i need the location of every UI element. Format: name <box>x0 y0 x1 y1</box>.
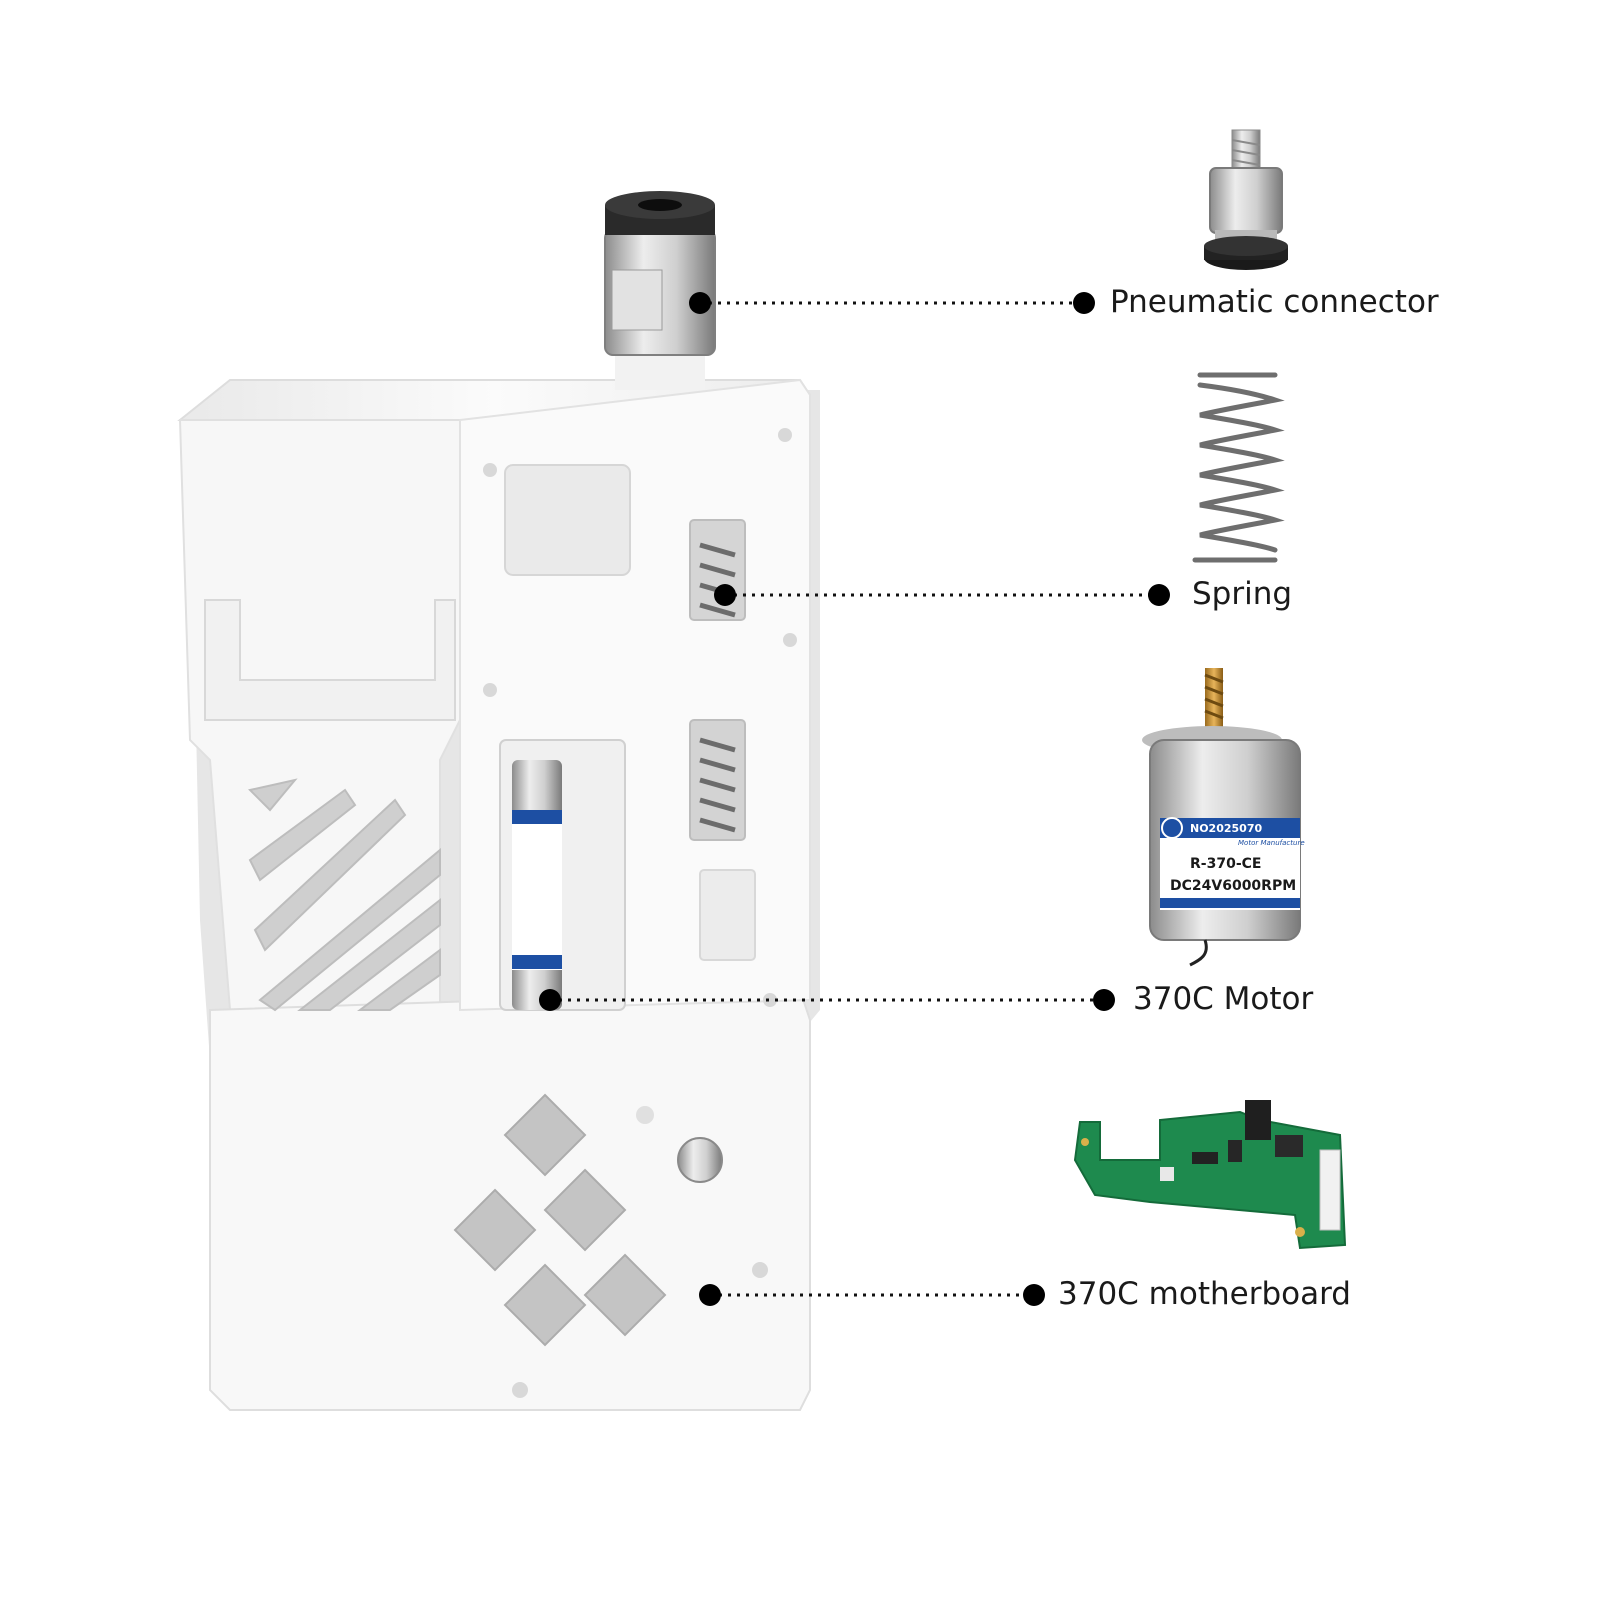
callout-anchor-dots <box>539 292 736 1306</box>
callout-dot-motor <box>1093 989 1115 1011</box>
spring-mounted <box>699 542 736 833</box>
callout-dot-motherboard <box>1023 1284 1045 1306</box>
callout-lines <box>550 301 1150 1297</box>
label-spring: Spring <box>1192 576 1293 612</box>
bottom-vents <box>453 1093 667 1347</box>
motor-image: NO2025070 Motor Manufacture R-370-CE DC2… <box>1142 668 1305 967</box>
spring-image <box>1192 372 1285 563</box>
callout-dot-spring <box>1148 584 1170 606</box>
motherboard-image <box>1073 1100 1347 1250</box>
label-pneumatic-connector: Pneumatic connector <box>1110 284 1439 320</box>
motor-label-model: R-370-CE <box>1190 856 1261 872</box>
vent-slots <box>248 778 441 1012</box>
label-370c-motherboard: 370C motherboard <box>1058 1276 1351 1312</box>
motor-label-serial: NO2025070 <box>1190 822 1262 835</box>
label-370c-motor: 370C Motor <box>1133 981 1314 1017</box>
extruder-housing <box>177 378 820 1411</box>
motor-label-maker: Motor Manufacture <box>1238 839 1305 847</box>
pneumatic-connector-mounted <box>604 191 716 390</box>
callout-dot-pneumatic <box>1073 292 1095 314</box>
pneumatic-connector-image <box>1204 129 1288 270</box>
motor-label-rating: DC24V6000RPM <box>1170 878 1296 894</box>
